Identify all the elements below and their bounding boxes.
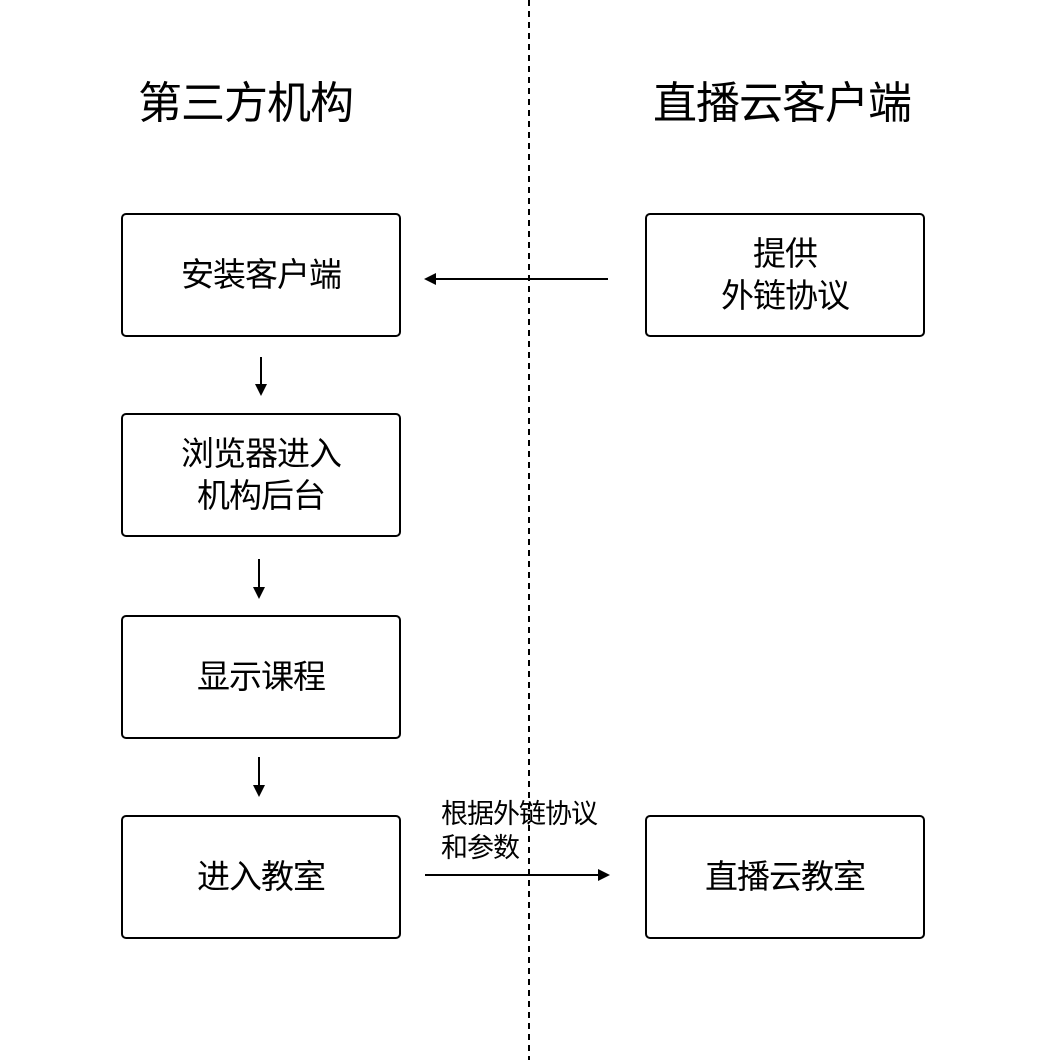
node-provide-protocol-label-line-2: 外链协议 [721,276,850,315]
node-enter-classroom-label: 进入教室 [197,857,326,896]
edge-label-protocol-params: 根据外链协议 和参数 [441,798,598,866]
column-title-live-cloud-client: 直播云客户端 [653,78,912,129]
node-enter-classroom: 进入教室 [121,815,401,939]
edge-label-line-1: 根据外链协议 [441,799,598,830]
node-browser-enter-label-line-2: 机构后台 [197,476,326,515]
edge-label-line-2: 和参数 [441,833,520,864]
node-browser-enter-label-line-1: 浏览器进入 [181,434,342,473]
node-show-courses: 显示课程 [121,615,401,739]
node-provide-protocol-label-line-1: 提供 [753,234,818,273]
node-show-courses-label: 显示课程 [197,657,326,696]
node-install-client-label: 安装客户端 [181,255,342,294]
node-live-cloud-classroom: 直播云教室 [645,815,925,939]
node-live-cloud-classroom-label: 直播云教室 [705,857,866,896]
node-browser-enter-backend: 浏览器进入 机构后台 [121,413,401,537]
node-provide-link-protocol: 提供 外链协议 [645,213,925,337]
node-install-client: 安装客户端 [121,213,401,337]
column-title-third-party: 第三方机构 [138,78,354,129]
